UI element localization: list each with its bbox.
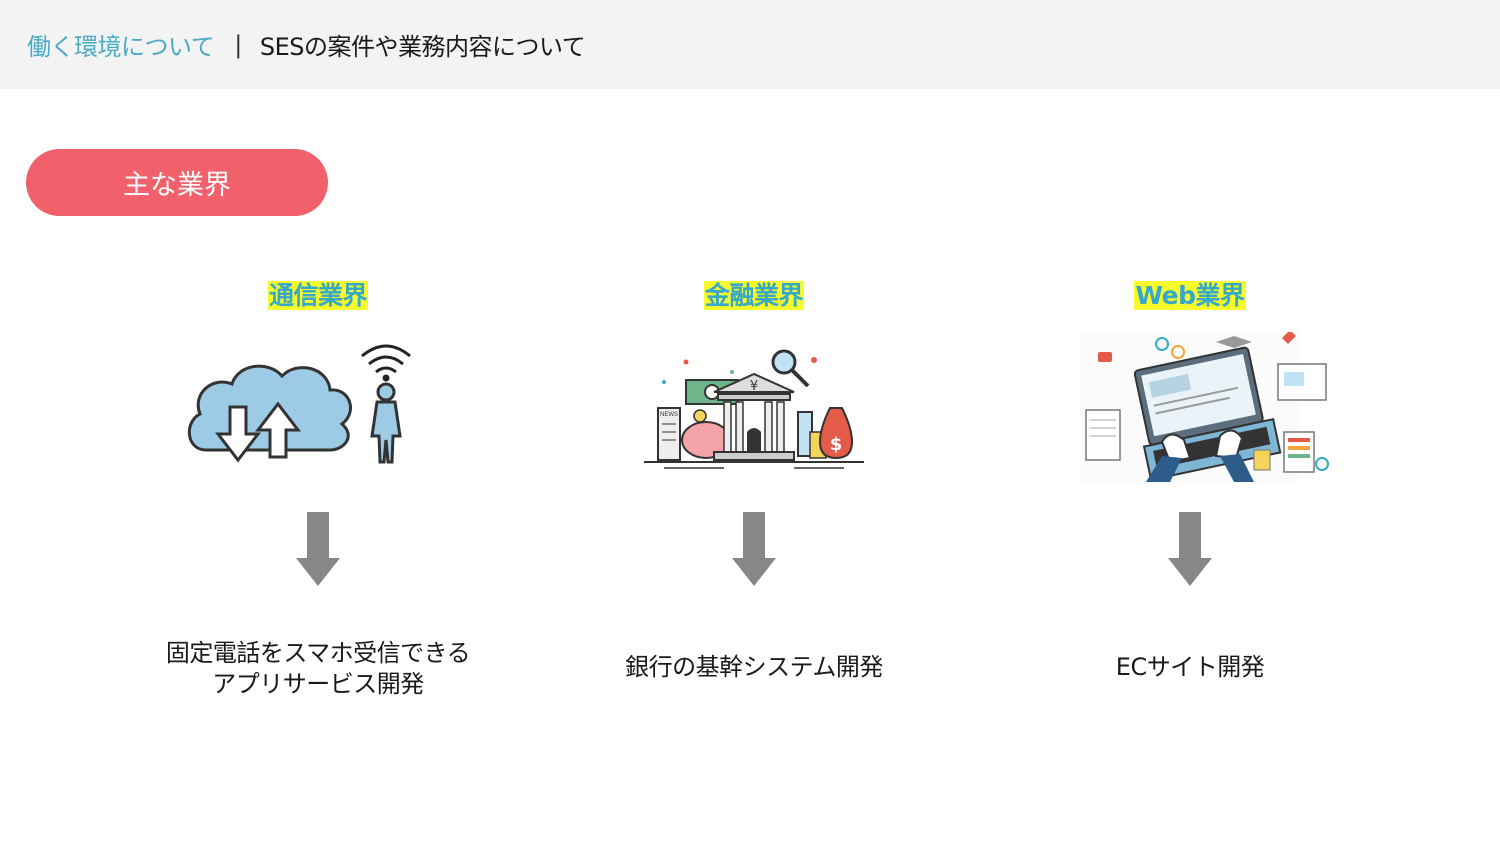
- svg-text:NEWS: NEWS: [660, 412, 678, 418]
- bank-icon: NEWS ¥ $: [644, 349, 864, 469]
- page-title: SESの案件や業務内容について: [259, 33, 586, 61]
- laptop-icon: [1080, 332, 1329, 482]
- breadcrumb-section[interactable]: 働く環境について: [27, 33, 215, 61]
- industry-title-finance: 金融業界: [703, 281, 804, 310]
- arrow-down-icon: [1168, 512, 1212, 586]
- industry-desc-telecom: 固定電話をスマホ受信できる アプリサービス開発: [165, 639, 471, 698]
- arrow-down-icon: [732, 512, 776, 586]
- industry-title-telecom: 通信業界: [267, 281, 368, 310]
- arrow-down-icon: [296, 512, 340, 586]
- industry-telecom: 通信業界 固定電話をスマホ受信できる アプリサービス開発: [98, 276, 538, 716]
- svg-text:$: $: [830, 434, 843, 455]
- svg-text:¥: ¥: [750, 379, 758, 394]
- industry-desc-web: ECサイト開発: [1115, 653, 1265, 681]
- header-bar: 働く環境について | SESの案件や業務内容について: [0, 0, 1500, 89]
- industry-title-web: Web業界: [1134, 281, 1246, 310]
- industry-desc-finance: 銀行の基幹システム開発: [625, 653, 883, 681]
- industry-web: Web業界 ECサ: [970, 276, 1410, 716]
- industry-finance: 金融業界 NEWS ¥ $ 銀行の基幹システム開発: [534, 276, 974, 716]
- breadcrumb-separator: |: [234, 30, 242, 59]
- section-pill-label: 主な業界: [123, 170, 231, 201]
- section-pill: 主な業界: [26, 149, 328, 216]
- cloud-person-icon: [187, 344, 411, 464]
